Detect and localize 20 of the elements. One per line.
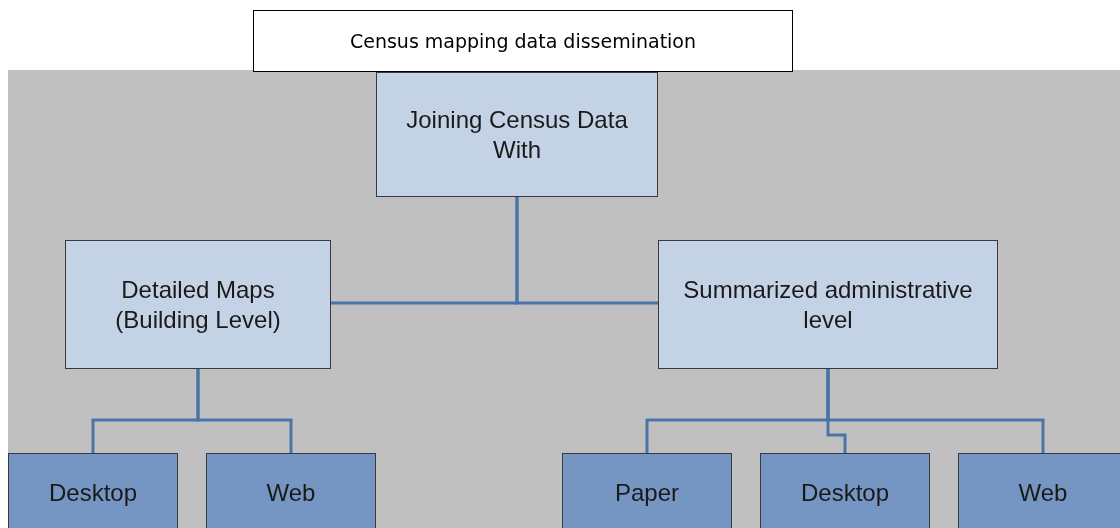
node-label: Detailed Maps (Building Level) [114,274,282,335]
node-label: Web [1018,478,1068,508]
node-box [562,453,732,528]
node-box [658,240,998,369]
title-box: Census mapping data dissemination [253,10,793,72]
node-box [760,453,930,528]
node-label: Summarized administrative level [682,274,974,335]
node-label: Web [266,478,316,508]
node-box [206,453,376,528]
node-box [65,240,331,369]
connector-line [515,197,658,305]
node-label: Joining Census Data With [405,104,629,165]
node-box [376,72,658,197]
node-box [958,453,1120,528]
connector-line [826,369,1045,453]
node-box [8,453,178,528]
node-label: Desktop [48,478,137,508]
node-label: Desktop [800,478,889,508]
connector-line [196,369,293,453]
node-label: Paper [614,478,679,508]
